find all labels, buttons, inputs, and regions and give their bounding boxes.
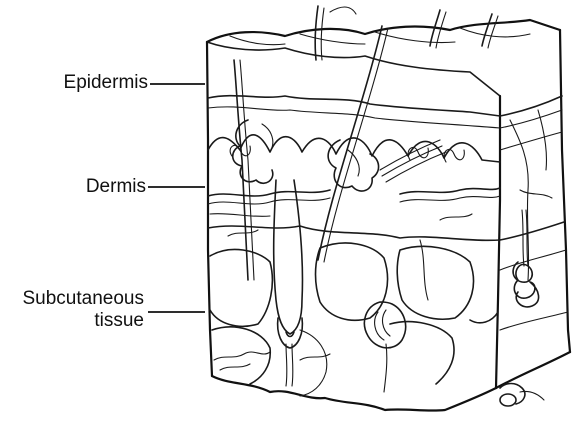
dermal-blood-vessel-1 (208, 190, 330, 196)
sweat-gland-coil (513, 262, 539, 307)
pacinian-corpuscle (364, 302, 405, 348)
fat-lobule-2 (316, 243, 388, 320)
capillary-loop-3 (444, 149, 464, 162)
hair-shaft-5 (482, 14, 492, 46)
epidermis-layer-boundary (208, 96, 500, 116)
subcutaneous-label-line1: Subcutaneous (23, 288, 145, 310)
fat-lobule-3 (397, 246, 473, 319)
hair-follicle-main (274, 180, 303, 334)
sebaceous-gland-center (328, 140, 378, 191)
skin-block-front-right-corner (496, 96, 500, 388)
hair-shaft-2 (315, 6, 318, 60)
arrector-pili-muscle (380, 140, 440, 170)
fat-lobule-5 (390, 322, 454, 384)
skin-surface-top (207, 20, 560, 42)
skin-block-right-edge (560, 30, 570, 352)
artery-lumen (500, 394, 516, 406)
skin-block-left-edge (207, 42, 212, 376)
subcutaneous-tissue-label: Subcutaneous tissue (23, 288, 145, 332)
dermal-blood-vessel-2 (400, 188, 500, 194)
artery-stub (500, 384, 525, 405)
skin-block-illustration (207, 6, 570, 411)
hair-shaft-3 (318, 26, 382, 260)
skin-surface-front-edge (207, 42, 500, 96)
dermis-label: Dermis (86, 176, 146, 198)
epidermis-label: Epidermis (64, 72, 148, 94)
fat-lobule-1 (210, 249, 272, 326)
subcutaneous-label-line2: tissue (23, 310, 145, 332)
